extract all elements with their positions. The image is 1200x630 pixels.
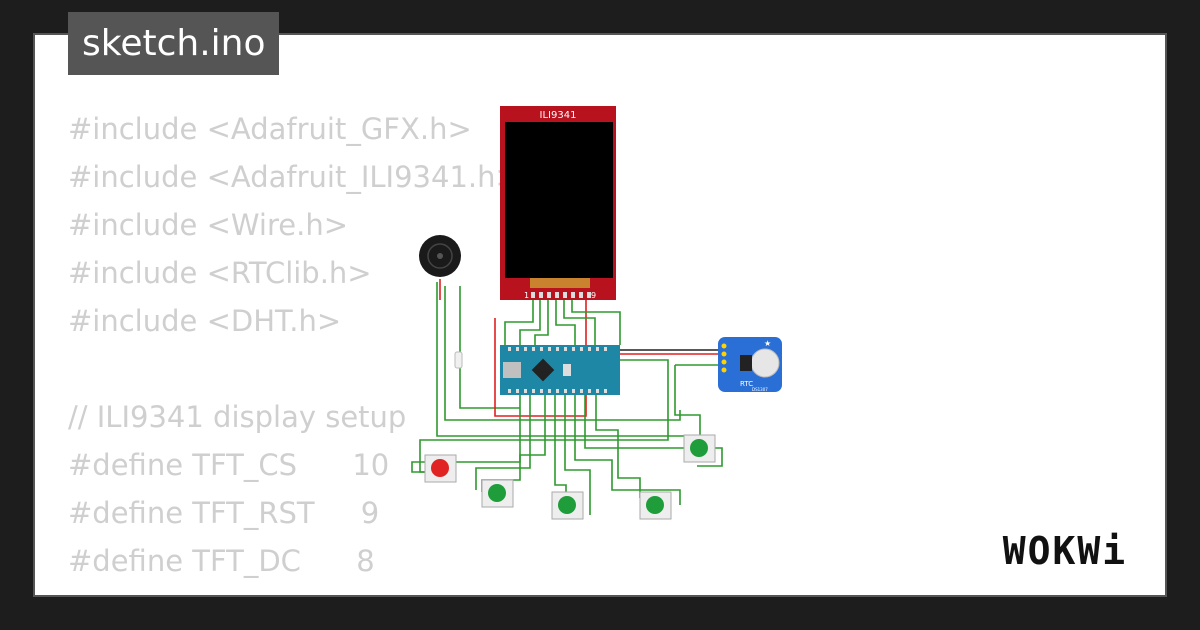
display-pin-first: 1 xyxy=(524,291,529,300)
ili9341-display[interactable]: ILI9341 1 9 xyxy=(500,106,616,300)
wire xyxy=(519,300,541,345)
wire xyxy=(481,395,546,492)
code-line: #define TFT_RST 9 xyxy=(68,496,380,530)
display-pin-last: 9 xyxy=(591,291,596,300)
wire xyxy=(584,395,723,467)
wire xyxy=(534,300,549,345)
code-line: #include <RTClib.h> xyxy=(68,256,372,290)
code-editor: #include <Adafruit_GFX.h> #include <Adaf… xyxy=(68,105,1032,595)
rtc-chip xyxy=(740,355,752,371)
rtc-label: RTC xyxy=(740,380,753,388)
wire xyxy=(595,395,641,498)
wire xyxy=(459,286,520,409)
code-line: Adafruit_ILI9341 tft = Adafruit_ILI9341(… xyxy=(68,585,1032,595)
rtc-module[interactable]: RTC DS1307 ★ xyxy=(718,337,782,392)
display-label: ILI9341 xyxy=(540,110,577,121)
pushbutton-red[interactable] xyxy=(424,454,457,483)
rtc-chip-label: DS1307 xyxy=(752,387,768,392)
code-line: #include <Wire.h> xyxy=(68,208,349,242)
buzzer[interactable] xyxy=(419,235,461,277)
wire xyxy=(564,395,591,515)
code-line: #define TFT_CS 10 xyxy=(68,448,390,482)
pushbutton-green-4[interactable] xyxy=(683,434,716,463)
code-line: #include <DHT.h> xyxy=(68,304,342,338)
code-line: #define TFT_DC 8 xyxy=(68,544,375,578)
display-connector xyxy=(530,278,590,288)
wire xyxy=(436,282,690,437)
nano-pins xyxy=(508,347,607,393)
wire xyxy=(674,365,701,435)
wire xyxy=(555,300,576,345)
file-tab[interactable]: sketch.ino xyxy=(68,12,280,75)
wire xyxy=(571,300,621,345)
wokwi-logo: WOKWi xyxy=(1003,529,1127,573)
coin-battery xyxy=(750,348,780,378)
logo-text: WOKWi xyxy=(1003,529,1127,573)
wire xyxy=(504,300,534,345)
code-line: #include <Adafruit_ILI9341.h> xyxy=(68,160,520,194)
wire xyxy=(411,395,521,473)
resistor[interactable] xyxy=(454,351,463,369)
star-icon: ★ xyxy=(764,339,771,348)
code-line: // ILI9341 display setup xyxy=(68,400,407,434)
display-screen xyxy=(505,122,613,278)
arduino-nano[interactable] xyxy=(500,345,620,395)
mcu-chip xyxy=(531,358,555,382)
wire xyxy=(563,300,596,345)
display-pins xyxy=(531,292,591,298)
usb-port xyxy=(503,362,521,378)
pushbutton-green-3[interactable] xyxy=(639,491,672,520)
wire xyxy=(475,395,531,490)
pushbutton-green-2[interactable] xyxy=(551,491,584,520)
code-line: #include <Adafruit_GFX.h> xyxy=(68,112,472,146)
pushbutton-green-1[interactable] xyxy=(481,479,514,508)
wire xyxy=(574,395,681,505)
wires xyxy=(411,279,728,515)
